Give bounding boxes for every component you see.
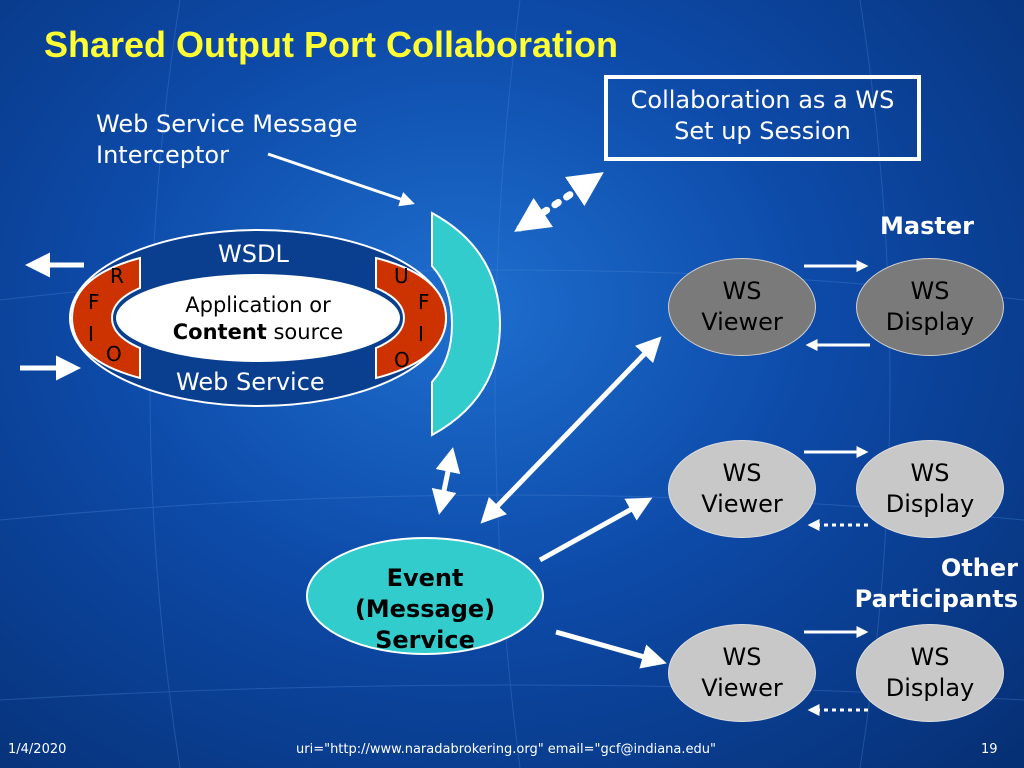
interceptor-label: Web Service Message Interceptor	[96, 110, 358, 169]
other-participants-label: Other Participants	[854, 554, 1018, 613]
participant1-viewer-label: WS Viewer	[701, 459, 783, 518]
participant1-viewer-node: WS Viewer	[668, 440, 816, 538]
left-port-letter-o: O	[106, 342, 122, 366]
interceptor-pointer-arrow	[267, 152, 415, 207]
application-line2: Content source	[140, 319, 376, 346]
participant2-display-node: WS Display	[856, 624, 1004, 722]
participant1-display-node: WS Display	[856, 440, 1004, 538]
right-port-letter-o: O	[394, 348, 410, 372]
event-service-ellipse	[306, 537, 544, 655]
left-port-letter-r: R	[110, 264, 124, 288]
event-master-arrow	[480, 336, 662, 524]
interceptor-event-arrow	[431, 447, 461, 515]
participant2-viewer-label: WS Viewer	[701, 643, 783, 702]
wsdl-label: WSDL	[218, 240, 289, 268]
participant2-display-label: WS Display	[885, 643, 975, 702]
application-bold: Content	[172, 320, 267, 344]
event-participant1-arrow	[538, 497, 653, 563]
participant2-viewer-node: WS Viewer	[668, 624, 816, 722]
event-line1: Event	[386, 564, 464, 592]
event-service-label: Event (Message) Service	[307, 563, 543, 656]
footer-uri: uri="http://www.naradabrokering.org" ema…	[296, 742, 716, 757]
event-line3: Service	[375, 626, 475, 654]
participant1-display-label: WS Display	[885, 459, 975, 518]
session-dotted-arrow	[514, 172, 604, 232]
master-viewer-node: WS Viewer	[668, 258, 816, 356]
application-source-label: Application or Content source	[140, 292, 376, 346]
left-port-shape	[70, 256, 141, 380]
event-participant2-arrow	[555, 629, 667, 669]
master-display-label: WS Display	[885, 277, 975, 336]
slide-title: Shared Output Port Collaboration	[44, 24, 618, 65]
master-label: Master	[880, 212, 974, 240]
right-port-letter-i: I	[418, 322, 424, 346]
application-line1: Application or	[185, 293, 331, 317]
event-line2: (Message)	[354, 595, 496, 623]
right-port-shape	[375, 256, 448, 380]
session-box: Collaboration as a WS Set up Session	[604, 75, 921, 161]
footer-date: 1/4/2020	[8, 742, 67, 757]
master-viewer-label: WS Viewer	[701, 277, 783, 336]
left-port-letter-f: F	[88, 290, 100, 314]
right-port-letter-f: F	[418, 290, 430, 314]
left-port-letter-i: I	[88, 322, 94, 346]
right-port-letter-u: U	[394, 264, 409, 288]
session-box-text: Collaboration as a WS Set up Session	[630, 86, 895, 145]
web-service-label: Web Service	[176, 368, 325, 396]
master-display-node: WS Display	[856, 258, 1004, 356]
footer-page-number: 19	[981, 742, 998, 757]
application-rest: source	[266, 320, 344, 344]
application-ellipse	[116, 274, 400, 362]
